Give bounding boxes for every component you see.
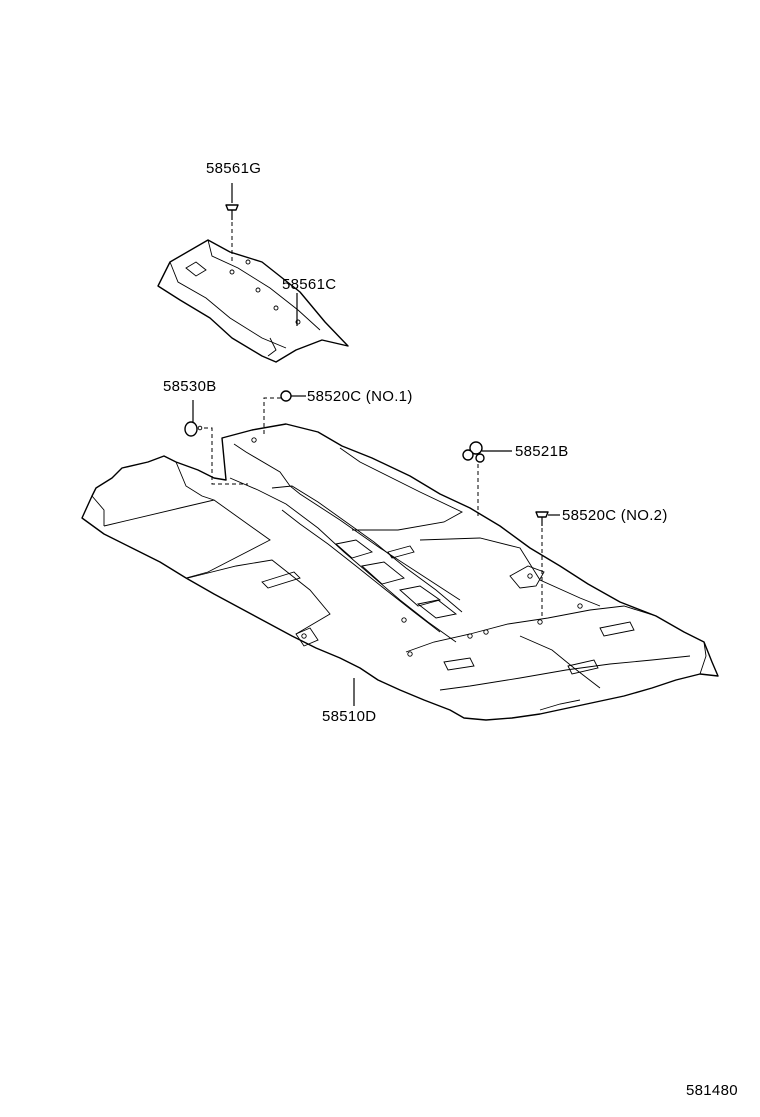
clip-58520C-no1 xyxy=(263,390,306,436)
callout-58561G: 58561G xyxy=(206,160,262,177)
clip-58561G xyxy=(225,183,239,262)
callout-58520C-no1: 58520C (NO.1) xyxy=(307,388,413,405)
callout-58530B: 58530B xyxy=(163,378,217,395)
clip-58530B xyxy=(184,400,248,485)
callout-58510D: 58510D xyxy=(322,708,377,725)
clip-58521B xyxy=(462,441,512,516)
callout-58561C: 58561C xyxy=(282,276,337,293)
callout-58520C-no2: 58520C (NO.2) xyxy=(562,507,668,524)
silencer-pad-58561C xyxy=(157,239,349,363)
floor-carpet-58510D xyxy=(81,423,719,721)
clip-58520C-no2 xyxy=(535,511,560,616)
callout-58521B: 58521B xyxy=(515,443,569,460)
figure-number: 581480 xyxy=(686,1082,738,1099)
